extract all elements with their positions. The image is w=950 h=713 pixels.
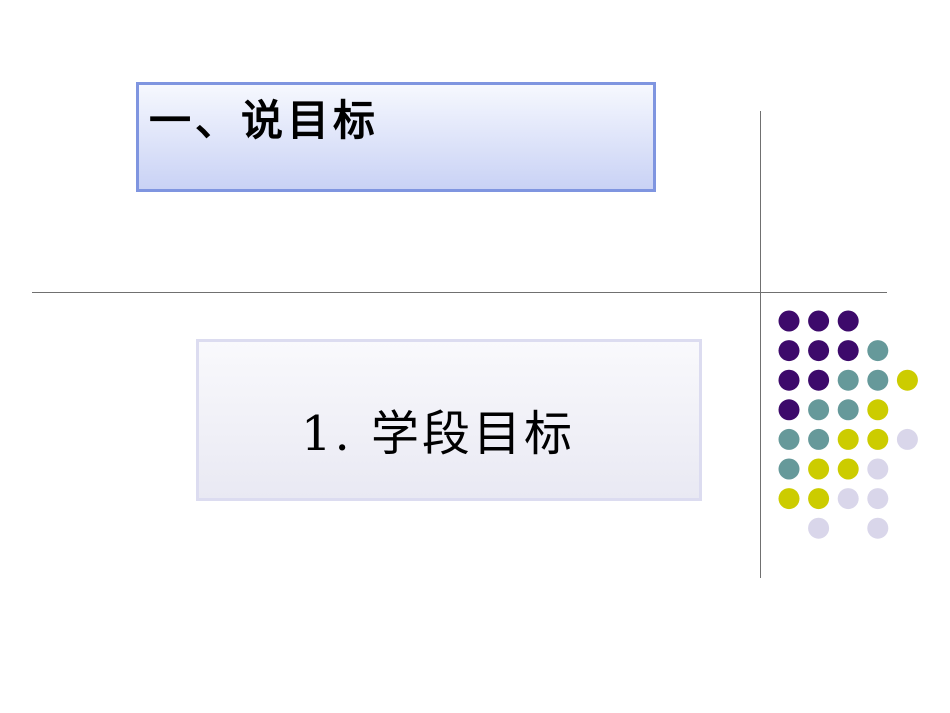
olive-dot [867, 428, 889, 450]
purple-dot [808, 340, 830, 362]
lavender-dot [896, 428, 918, 450]
purple-dot [837, 310, 859, 332]
teal-dot [778, 428, 800, 450]
olive-dot [837, 428, 859, 450]
purple-dot [808, 369, 830, 391]
lavender-dot [867, 488, 889, 510]
teal-dot [808, 428, 830, 450]
teal-dot [837, 369, 859, 391]
teal-dot [867, 340, 889, 362]
vertical-divider [760, 111, 761, 578]
purple-dot [808, 310, 830, 332]
lavender-dot [867, 458, 889, 480]
purple-dot [778, 369, 800, 391]
purple-dot [837, 340, 859, 362]
purple-dot [778, 340, 800, 362]
lavender-dot [867, 517, 889, 539]
olive-dot [837, 458, 859, 480]
slide-title: 一、说目标 [149, 96, 380, 145]
olive-dot [778, 488, 800, 510]
teal-dot [837, 399, 859, 421]
slide-subtitle: 1. 学段目标 [301, 406, 576, 462]
lavender-dot [808, 517, 830, 539]
olive-dot [867, 399, 889, 421]
teal-dot [867, 369, 889, 391]
olive-dot [808, 488, 830, 510]
title-box: 一、说目标 [136, 82, 656, 192]
teal-dot [778, 458, 800, 480]
purple-dot [778, 399, 800, 421]
horizontal-divider [32, 292, 887, 293]
olive-dot [808, 458, 830, 480]
olive-dot [896, 369, 918, 391]
teal-dot [808, 399, 830, 421]
subtitle-box: 1. 学段目标 [196, 339, 702, 501]
lavender-dot [837, 488, 859, 510]
purple-dot [778, 310, 800, 332]
